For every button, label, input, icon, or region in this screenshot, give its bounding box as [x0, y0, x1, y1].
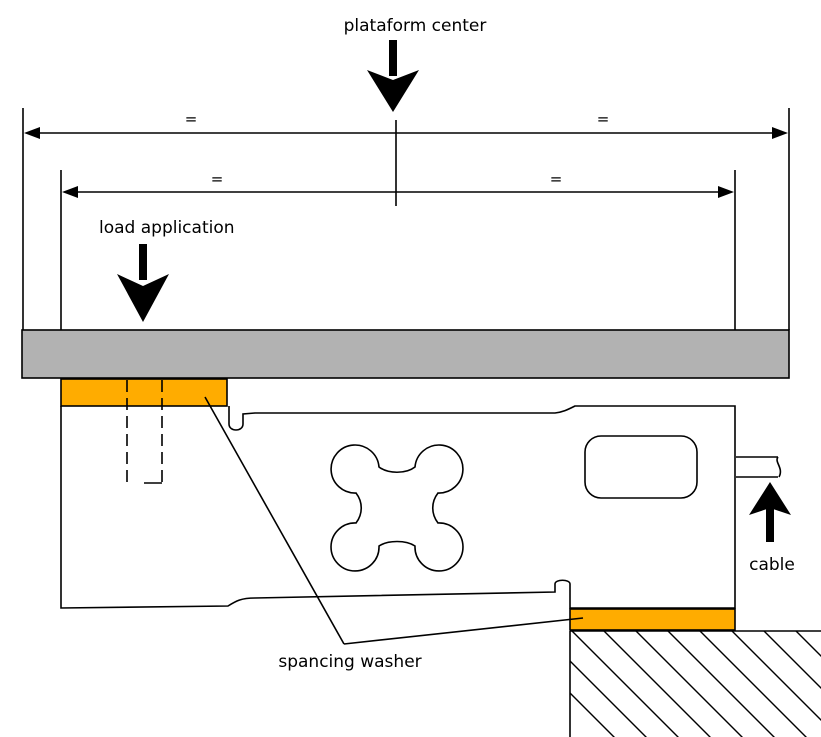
cable-label: cable — [749, 555, 795, 575]
load-application-label: load application — [99, 218, 235, 238]
load-cell-body — [60, 405, 736, 609]
spacing-washer-label: spancing washer — [278, 652, 421, 672]
ground-support — [569, 630, 821, 737]
cable-arrow — [749, 482, 791, 542]
inner-dimension-right-equal: = — [550, 170, 563, 188]
load-application-arrow — [117, 244, 169, 322]
outer-dimension-left-equal: = — [185, 110, 198, 128]
clover-cutout — [330, 444, 464, 572]
outer-dimension-right-equal: = — [597, 110, 610, 128]
top-spacing-washer — [60, 378, 228, 407]
inner-dimension-left-equal: = — [211, 170, 224, 188]
platform-center-label: plataform center — [344, 16, 487, 36]
cable-stub — [736, 456, 782, 478]
washer-leader-lines — [204, 396, 584, 645]
inner-dimension-line — [62, 186, 734, 198]
strain-gauge-window — [584, 435, 698, 499]
outer-dimension-line — [24, 127, 788, 139]
platform-center-arrow — [367, 40, 419, 112]
bottom-spacing-washer — [569, 608, 736, 631]
platform-plate — [21, 329, 790, 379]
bolt-hole — [126, 380, 163, 484]
